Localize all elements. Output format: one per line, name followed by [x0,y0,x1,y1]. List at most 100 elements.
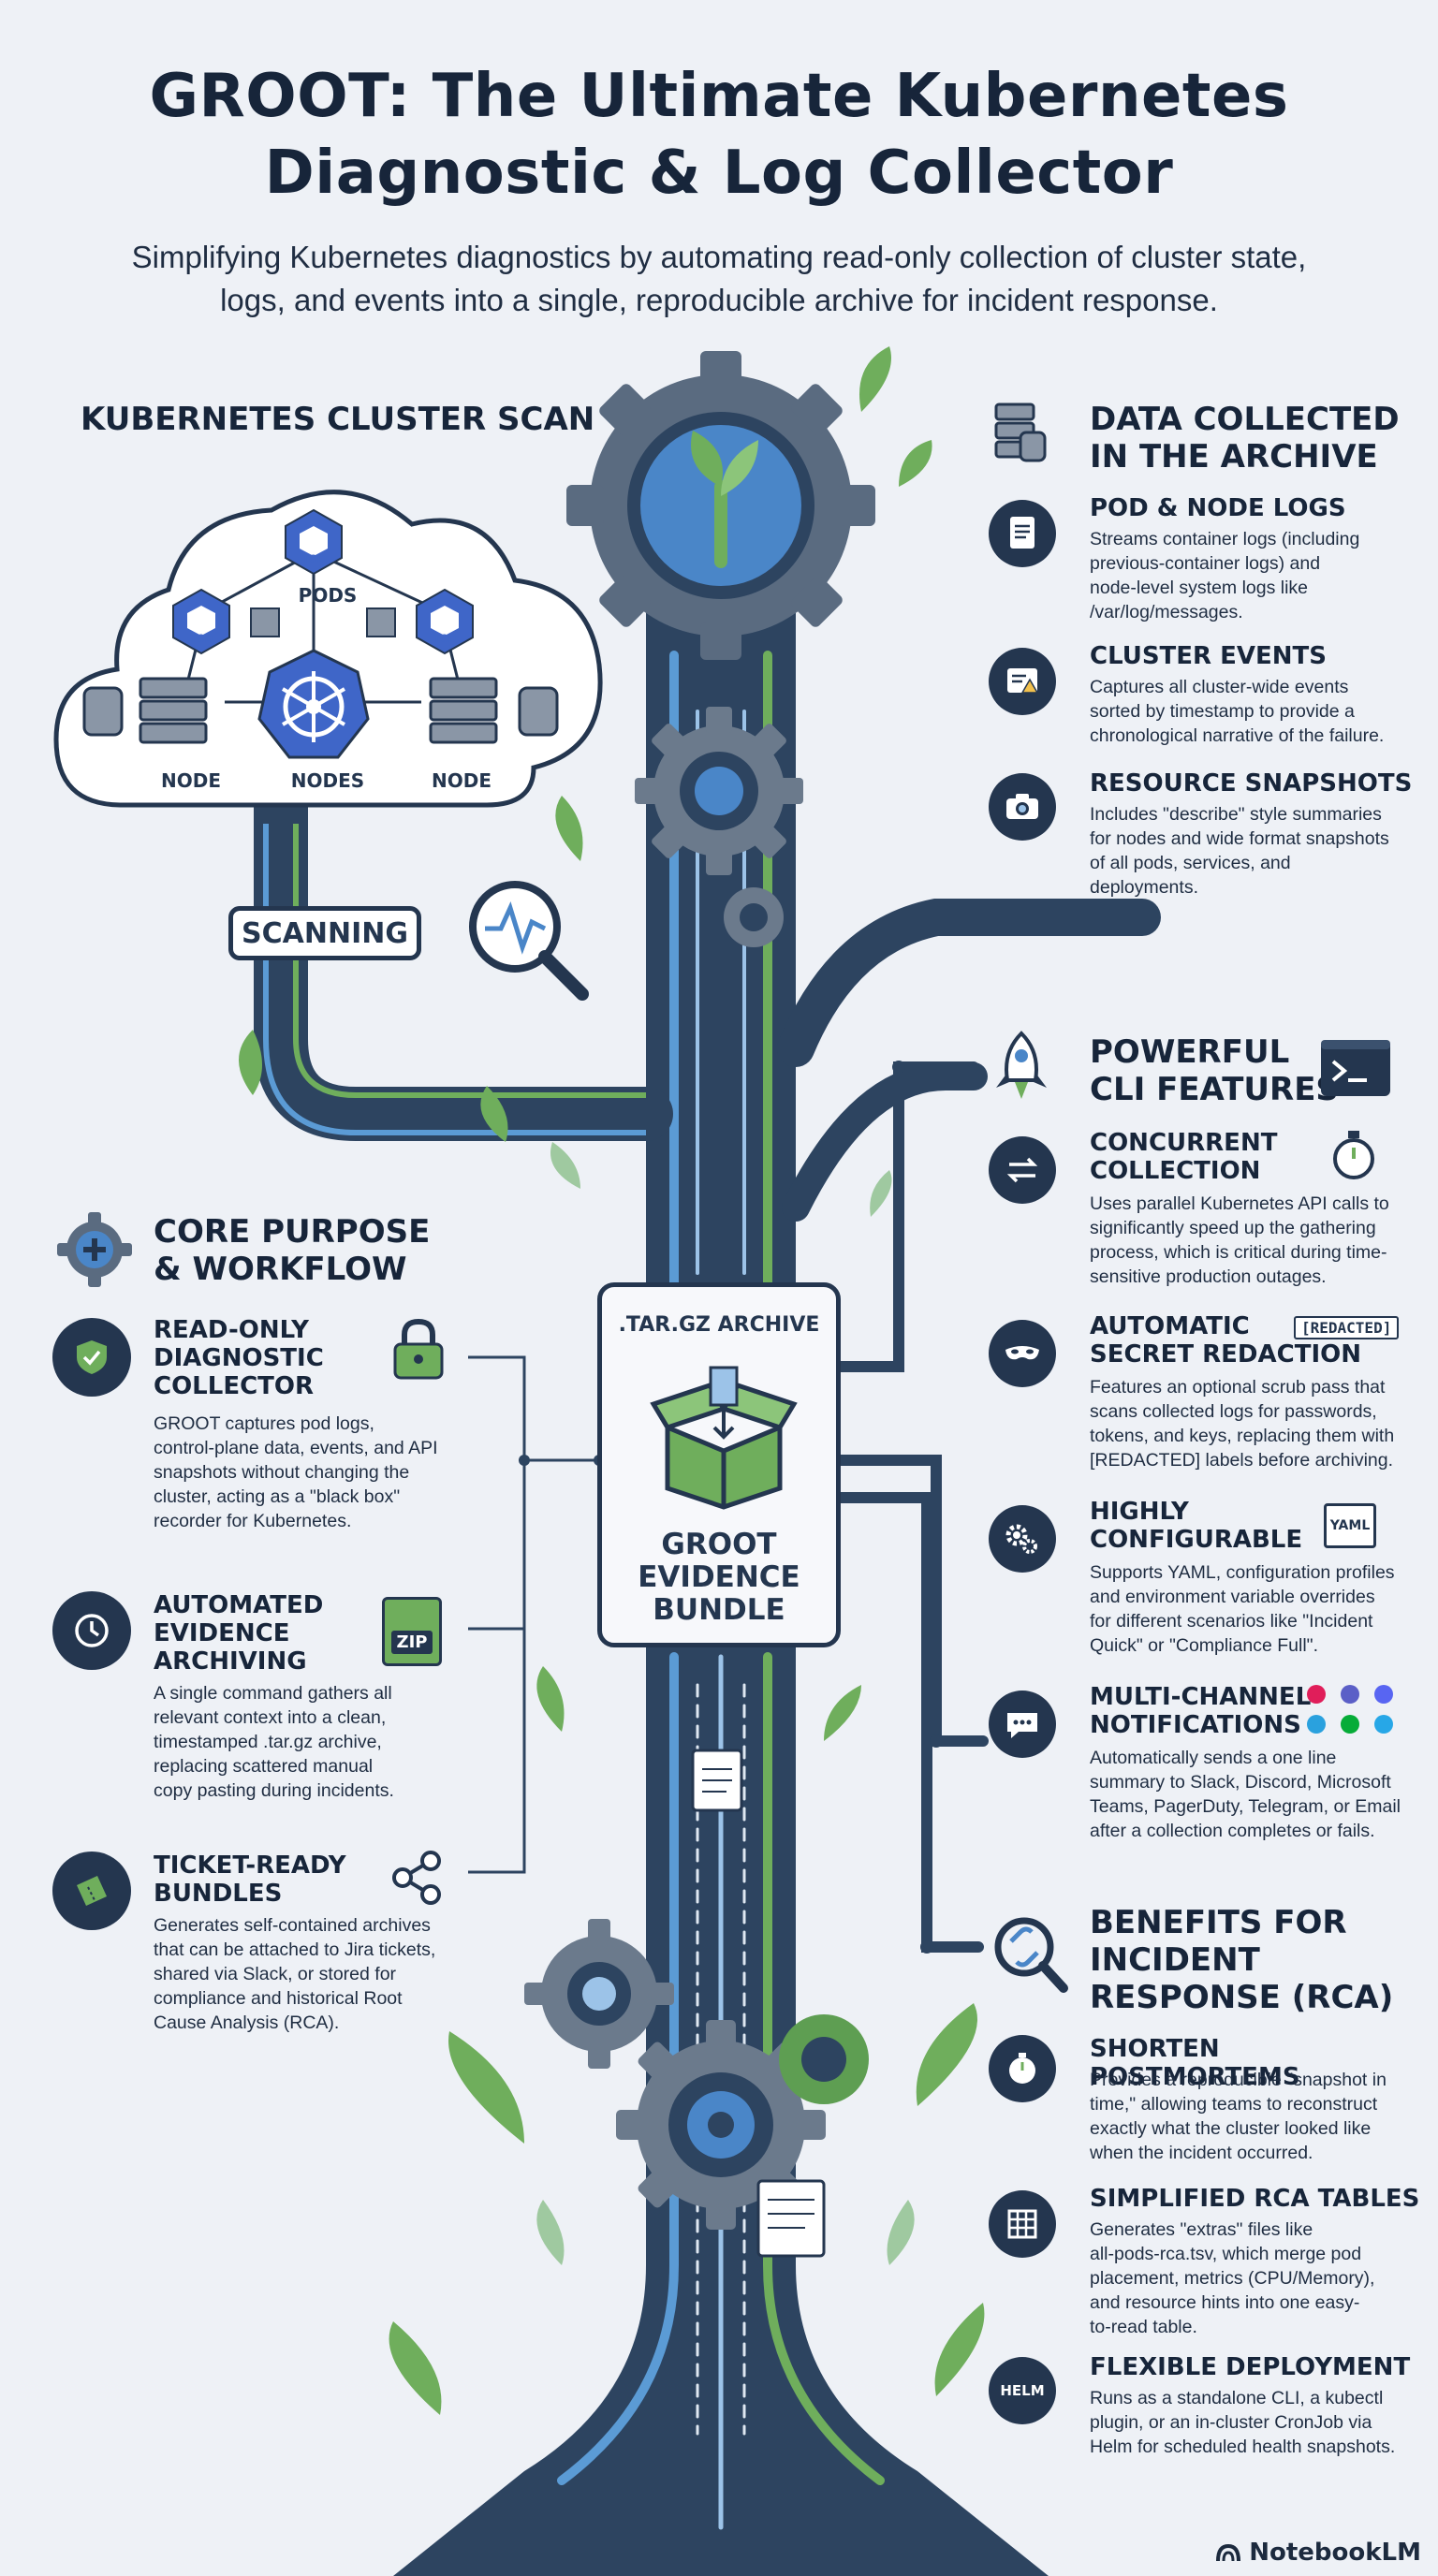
document-icon [989,500,1056,567]
broken-link-icon [994,1917,1068,1993]
desc-line: replacing scattered manual [154,1756,374,1777]
pod-badge-left: TCD [189,632,213,645]
desc-line: Cause Analysis (RCA). [154,2012,340,2033]
desc-line: that can be attached to Jira tickets, [154,1939,436,1960]
pods-label: PODS [298,584,358,607]
title-line: DIAGNOSTIC [154,1344,324,1372]
desc-line: and resource hints into one easy- [1090,2292,1360,2313]
cli-item-title-3: HIGHLY CONFIGURABLE [1090,1498,1302,1554]
cli-item-title-1: CONCURRENT COLLECTION [1090,1129,1277,1185]
desc-line: compliance and historical Root [154,1988,403,2009]
title-line: CONFIGURABLE [1090,1526,1303,1554]
core-title-line-1: CORE PURPOSE [154,1213,431,1251]
data-item-title-3: RESOURCE SNAPSHOTS [1090,769,1413,798]
desc-line: Generates "extras" files like [1090,2219,1313,2240]
table-grid-icon [989,2190,1056,2258]
title-line: BUNDLES [154,1880,283,1908]
title-line: AUTOMATIC [1090,1312,1250,1340]
page-subtitle: Simplifying Kubernetes diagnostics by au… [75,236,1363,322]
desc-line: cluster, acting as a "black box" [154,1486,401,1507]
desc-line: snapshots without changing the [154,1462,410,1483]
pod-badge-right: TCD [433,632,457,645]
title-line: CONCURRENT [1090,1129,1278,1157]
core-item-desc-1: GROOT captures pod logs, control-plane d… [154,1412,519,1533]
desc-line: to-read table. [1090,2317,1197,2337]
gear-plus-icon [57,1212,132,1287]
camera-icon [989,773,1056,841]
desc-line: scans collected logs for passwords, [1090,1401,1377,1422]
desc-line: and environment variable overrides [1090,1587,1375,1607]
desc-line: Quick" or "Compliance Full". [1090,1635,1319,1656]
shield-check-icon [52,1318,131,1397]
desc-line: chronological narrative of the failure. [1090,725,1385,746]
brand-label: NotebookLM [1249,2539,1421,2567]
desc-line: Runs as a standalone CLI, a kubectl [1090,2388,1384,2408]
cli-title-line-2: CLI FEATURES [1090,1071,1339,1108]
desc-line: previous-container logs) and [1090,553,1321,574]
node-left-label: NODE [160,769,221,792]
chat-bubble-icon [989,1690,1056,1758]
cloud-cluster-illustration [53,490,603,808]
core-purpose-title: CORE PURPOSE & WORKFLOW [154,1213,430,1288]
notebooklm-brand: NotebookLM [1215,2539,1421,2567]
timer-icon [989,2035,1056,2102]
cli-item-desc-1: Uses parallel Kubernetes API calls to si… [1090,1192,1417,1289]
cluster-scan-title: KUBERNETES CLUSTER SCAN [81,401,595,438]
cli-features-title: POWERFUL CLI FEATURES [1090,1033,1339,1108]
title-line: AUTOMATED [154,1591,324,1619]
redacted-badge: [REDACTED] [1294,1316,1400,1339]
desc-line: process, which is critical during time- [1090,1242,1387,1263]
open-box-icon [650,1366,798,1510]
desc-line: Automatically sends a one line [1090,1748,1337,1768]
cli-item-title-2: AUTOMATIC SECRET REDACTION [1090,1312,1361,1368]
benefit-title-3: FLEXIBLE DEPLOYMENT [1090,2353,1411,2381]
ticket-icon [52,1852,131,1930]
desc-line: plugin, or an in-cluster CronJob via [1090,2412,1372,2433]
magnifier-icon [469,881,589,1001]
desc-line: all-pods-rca.tsv, which merge pod [1090,2244,1362,2264]
desc-line: [REDACTED] labels before archiving. [1090,1450,1394,1471]
desc-line: Captures all cluster-wide events [1090,677,1349,697]
archive-label: .TAR.GZ ARCHIVE [618,1313,820,1337]
desc-line: sorted by timestamp to provide a [1090,701,1355,722]
data-item-title-1: POD & NODE LOGS [1090,494,1346,522]
core-title-line-2: & WORKFLOW [154,1251,407,1288]
desc-line: placement, metrics (CPU/Memory), [1090,2268,1375,2289]
title-line: READ-ONLY [154,1316,309,1344]
terminal-icon [1321,1040,1390,1096]
title-line-1: GROOT: The Ultimate Kubernetes [149,62,1289,131]
benefit-desc-3: Runs as a standalone CLI, a kubectl plug… [1090,2386,1417,2459]
subtitle-line-2: logs, and events into a single, reproduc… [220,283,1218,317]
helm-badge: HELM [1000,2382,1045,2399]
desc-line: Provides a reproducible "snapshot in [1090,2070,1387,2090]
data-item-desc-2: Captures all cluster-wide events sorted … [1090,675,1417,748]
yaml-file-badge: YAML [1324,1503,1376,1548]
bundle-line-1: GROOT [661,1528,777,1561]
title-line: MULTI-CHANNEL [1090,1683,1312,1711]
desc-line: node-level system logs like [1090,578,1309,598]
data-collected-title-line-1: DATA COLLECTED [1090,401,1400,438]
desc-line: Supports YAML, configuration profiles [1090,1562,1395,1583]
rocket-icon [996,1031,1047,1099]
bundle-title: GROOT EVIDENCE BUNDLE [602,1529,836,1627]
desc-line: Includes "describe" style summaries [1090,804,1382,825]
share-icon [392,1851,441,1905]
data-collected-title: DATA COLLECTED IN THE ARCHIVE [1090,401,1400,476]
benefits-title-line-2: INCIDENT [1090,1941,1260,1979]
core-item-desc-2: A single command gathers all relevant co… [154,1681,519,1803]
title-line: TICKET-READY [154,1852,346,1880]
desc-line: when the incident occurred. [1090,2143,1313,2163]
node-right-label: NODE [431,769,492,792]
title-line: COLLECTION [1090,1157,1261,1185]
cli-item-title-4: MULTI-CHANNEL NOTIFICATIONS [1090,1683,1311,1739]
desc-line: relevant context into a clean, [154,1707,387,1728]
core-item-title-2: AUTOMATED EVIDENCE ARCHIVING [154,1591,323,1676]
title-line: HIGHLY [1090,1498,1189,1526]
data-item-desc-1: Streams container logs (including previo… [1090,527,1417,624]
benefit-title-2: SIMPLIFIED RCA TABLES [1090,2185,1420,2213]
desc-line: exactly what the cluster looked like [1090,2118,1372,2139]
desc-line: control-plane data, events, and API [154,1438,438,1458]
swap-arrows-icon [989,1136,1056,1204]
database-stack-icon [994,402,1047,462]
desc-line: timestamped .tar.gz archive, [154,1732,382,1752]
